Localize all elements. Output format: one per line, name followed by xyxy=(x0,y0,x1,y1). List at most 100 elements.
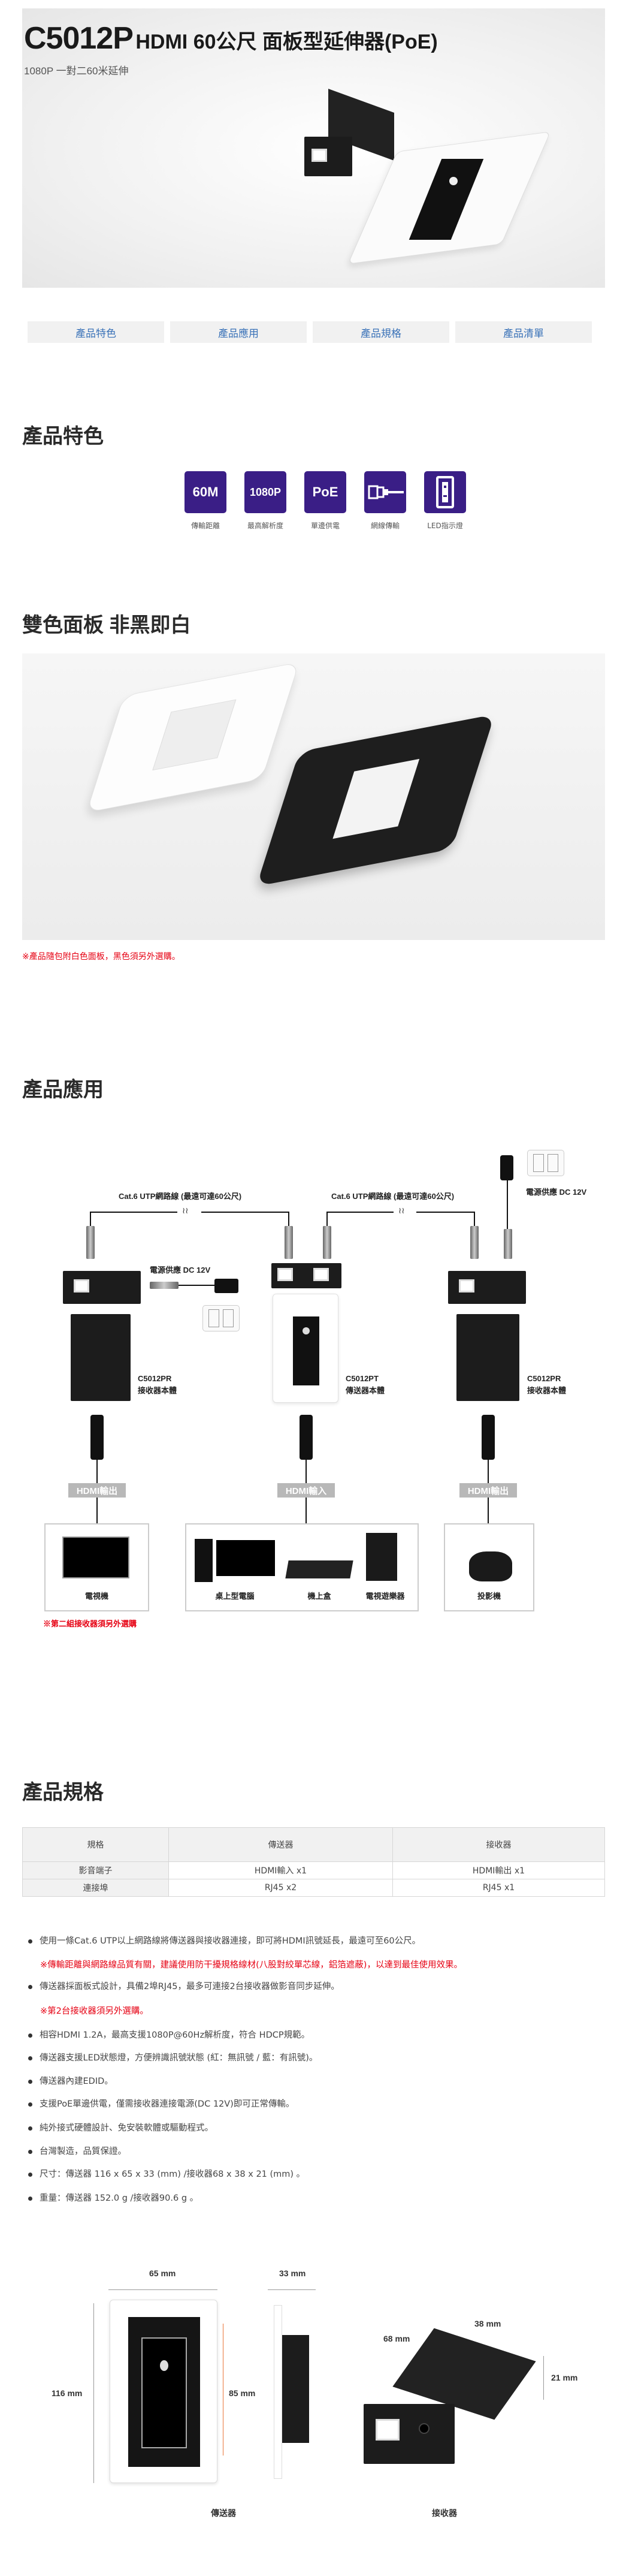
table-header-row: 規格 傳送器 接收器 xyxy=(22,1827,605,1862)
feature-label: LED指示燈 xyxy=(427,522,463,530)
table-row: 連接埠 RJ45 x2 RJ45 x1 xyxy=(22,1879,605,1897)
transmitter-label: 傳送器 xyxy=(211,2508,236,2518)
feature-label: 單邊供電 xyxy=(310,522,340,530)
transmitter-ports-image xyxy=(271,1263,341,1288)
source-devices-box xyxy=(185,1523,419,1611)
power-label: 電源供應 DC 12V xyxy=(526,1188,587,1197)
list-item-text: 傳送器採面板式設計，具備2埠RJ45，最多可連接2台接收器做影音同步延伸。 xyxy=(40,1982,340,1991)
application-heading: 產品應用 xyxy=(22,1078,104,1101)
table-cell: HDMI輸入 x1 xyxy=(168,1861,393,1879)
black-panel-image xyxy=(256,714,495,887)
cable-label: Cat.6 UTP網路線 (最遠可達60公尺) xyxy=(119,1192,242,1201)
icon-text: 1080P xyxy=(249,486,282,498)
set-top-box-icon xyxy=(285,1560,353,1578)
poe-icon: PoE xyxy=(304,471,346,513)
list-item: 相容HDMI 1.2A，最高支援1080P@60Hz解析度，符合 HDCP規範。 xyxy=(28,2028,310,2041)
model-name: C5012P xyxy=(24,21,134,56)
cable-break-icon: ≀≀ xyxy=(182,1206,189,1216)
list-item: 使用一條Cat.6 UTP以上網路線將傳送器與接收器連接，即可將HDMI訊號延長… xyxy=(28,1934,421,1947)
table-header: 傳送器 xyxy=(168,1827,393,1862)
list-item: 傳送器內建EDID。 xyxy=(28,2074,113,2087)
power-outlet-icon xyxy=(202,1305,240,1331)
device-label: 投影機 xyxy=(477,1592,501,1601)
list-item: 台灣製造，品質保證。 xyxy=(28,2144,126,2157)
projector-icon xyxy=(469,1551,512,1581)
specs-heading: 產品規格 xyxy=(22,1781,104,1804)
rj45-plug-icon xyxy=(285,1226,293,1259)
feature-label: 傳輸距離 xyxy=(190,522,220,530)
table-cell: RJ45 x2 xyxy=(168,1879,393,1897)
panel-heading: 雙色面板 非黑即白 xyxy=(22,614,191,637)
panel-color-photo xyxy=(22,653,605,940)
receiver-front-image xyxy=(63,1271,141,1304)
table-cell: RJ45 x1 xyxy=(392,1879,605,1897)
receiver-front-image xyxy=(448,1271,526,1304)
dim-receiver-height: 21 mm xyxy=(551,2373,578,2382)
tab-features[interactable]: 產品特色 xyxy=(28,321,164,343)
receiver-product-image xyxy=(304,88,394,179)
list-item-text: 尺寸：傳送器 116 x 65 x 33 (mm) /接收器68 x 38 x … xyxy=(40,2170,306,2179)
list-item: 純外接式硬體設計、免安裝軟體或驅動程式。 xyxy=(28,2121,213,2134)
list-item-text: 純外接式硬體設計、免安裝軟體或驅動程式。 xyxy=(40,2123,213,2133)
transmitter-panel-image xyxy=(273,1294,338,1403)
panel-note: ※產品隨包附白色面板，黑色須另外選購。 xyxy=(22,952,180,962)
list-item-note: ※第2台接收器須另外選購。 xyxy=(40,2006,149,2016)
power-label: 電源供應 DC 12V xyxy=(150,1266,211,1275)
table-cell: HDMI輸出 x1 xyxy=(392,1861,605,1879)
tab-package[interactable]: 產品清單 xyxy=(455,321,592,343)
hdmi-input-tag: HDMI輸入 xyxy=(277,1483,335,1498)
page-subtitle: 1080P 一對二60米延伸 xyxy=(24,65,129,77)
application-note: ※第二組接收器須另外選購 xyxy=(43,1619,137,1628)
transmitter-name: 傳送器本體 xyxy=(346,1386,385,1395)
led-panel-icon xyxy=(424,471,466,513)
receiver-name: 接收器本體 xyxy=(527,1386,567,1395)
list-item: 支援PoE單邊供電，僅需接收器連接電源(DC 12V)即可正常傳輸。 xyxy=(28,2097,294,2110)
white-panel-image xyxy=(86,662,300,813)
device-label: 電視遊樂器 xyxy=(365,1592,405,1601)
icon-text: PoE xyxy=(312,484,338,499)
transmitter-model: C5012PT xyxy=(346,1374,379,1383)
receiver-model: C5012PR xyxy=(138,1374,172,1383)
page-title: C5012P HDMI 60公尺 面板型延伸器(PoE) xyxy=(24,20,438,56)
feature-label: 網線傳輸 xyxy=(370,522,400,530)
receiver-3d-image xyxy=(362,2328,536,2476)
receiver-name: 接收器本體 xyxy=(138,1386,177,1395)
receiver-body-image xyxy=(456,1314,519,1401)
ethernet-cable-icon xyxy=(364,471,406,513)
resolution-1080p-icon: 1080P xyxy=(244,471,286,513)
list-item-text: 支援PoE單邊供電，僅需接收器連接電源(DC 12V)即可正常傳輸。 xyxy=(40,2099,295,2109)
rj45-plug-icon xyxy=(323,1226,331,1259)
list-item-text: 傳送器支援LED狀態燈，方便辨識訊號狀態 (紅：無訊號 / 藍：有訊號)。 xyxy=(40,2053,318,2063)
transmitter-panel-image xyxy=(347,129,551,267)
hdmi-plug-icon xyxy=(482,1415,495,1460)
rj45-plug-icon xyxy=(86,1226,95,1259)
power-adapter-icon xyxy=(500,1155,513,1180)
receiver-body-image xyxy=(71,1314,131,1401)
list-item-text: 重量：傳送器 152.0 g /接收器90.6 g 。 xyxy=(40,2194,199,2203)
feature-label: 最高解析度 xyxy=(247,522,283,530)
table-row: 影音端子 HDMI輸入 x1 HDMI輸出 x1 xyxy=(22,1861,605,1879)
monitor-icon xyxy=(216,1540,275,1576)
icon-text: 60M xyxy=(192,484,219,499)
tab-application[interactable]: 產品應用 xyxy=(170,321,307,343)
list-item: 傳送器採面板式設計，具備2埠RJ45，最多可連接2台接收器做影音同步延伸。 xyxy=(28,1980,340,1992)
list-item-text: 使用一條Cat.6 UTP以上網路線將傳送器與接收器連接，即可將HDMI訊號延長… xyxy=(40,1936,421,1946)
tv-device-box xyxy=(44,1523,149,1611)
tv-icon xyxy=(62,1536,129,1578)
list-item: 重量：傳送器 152.0 g /接收器90.6 g 。 xyxy=(28,2191,198,2204)
table-cell: 連接埠 xyxy=(22,1879,169,1897)
list-item-text: 台灣製造，品質保證。 xyxy=(40,2147,126,2156)
product-title: HDMI 60公尺 面板型延伸器(PoE) xyxy=(135,31,438,53)
dc-plug-icon xyxy=(150,1282,179,1289)
list-item: 傳送器支援LED狀態燈，方便辨識訊號狀態 (紅：無訊號 / 藍：有訊號)。 xyxy=(28,2051,317,2063)
hdmi-output-tag: HDMI輸出 xyxy=(459,1483,517,1498)
distance-60m-icon: 60M xyxy=(185,471,226,513)
dim-height: 116 mm xyxy=(52,2388,83,2398)
rj45-plug-icon xyxy=(470,1226,479,1259)
power-adapter-icon xyxy=(214,1279,238,1293)
transmitter-side-image xyxy=(274,2305,316,2479)
dim-receiver-width: 38 mm xyxy=(474,2319,501,2328)
tab-specs[interactable]: 產品規格 xyxy=(313,321,449,343)
